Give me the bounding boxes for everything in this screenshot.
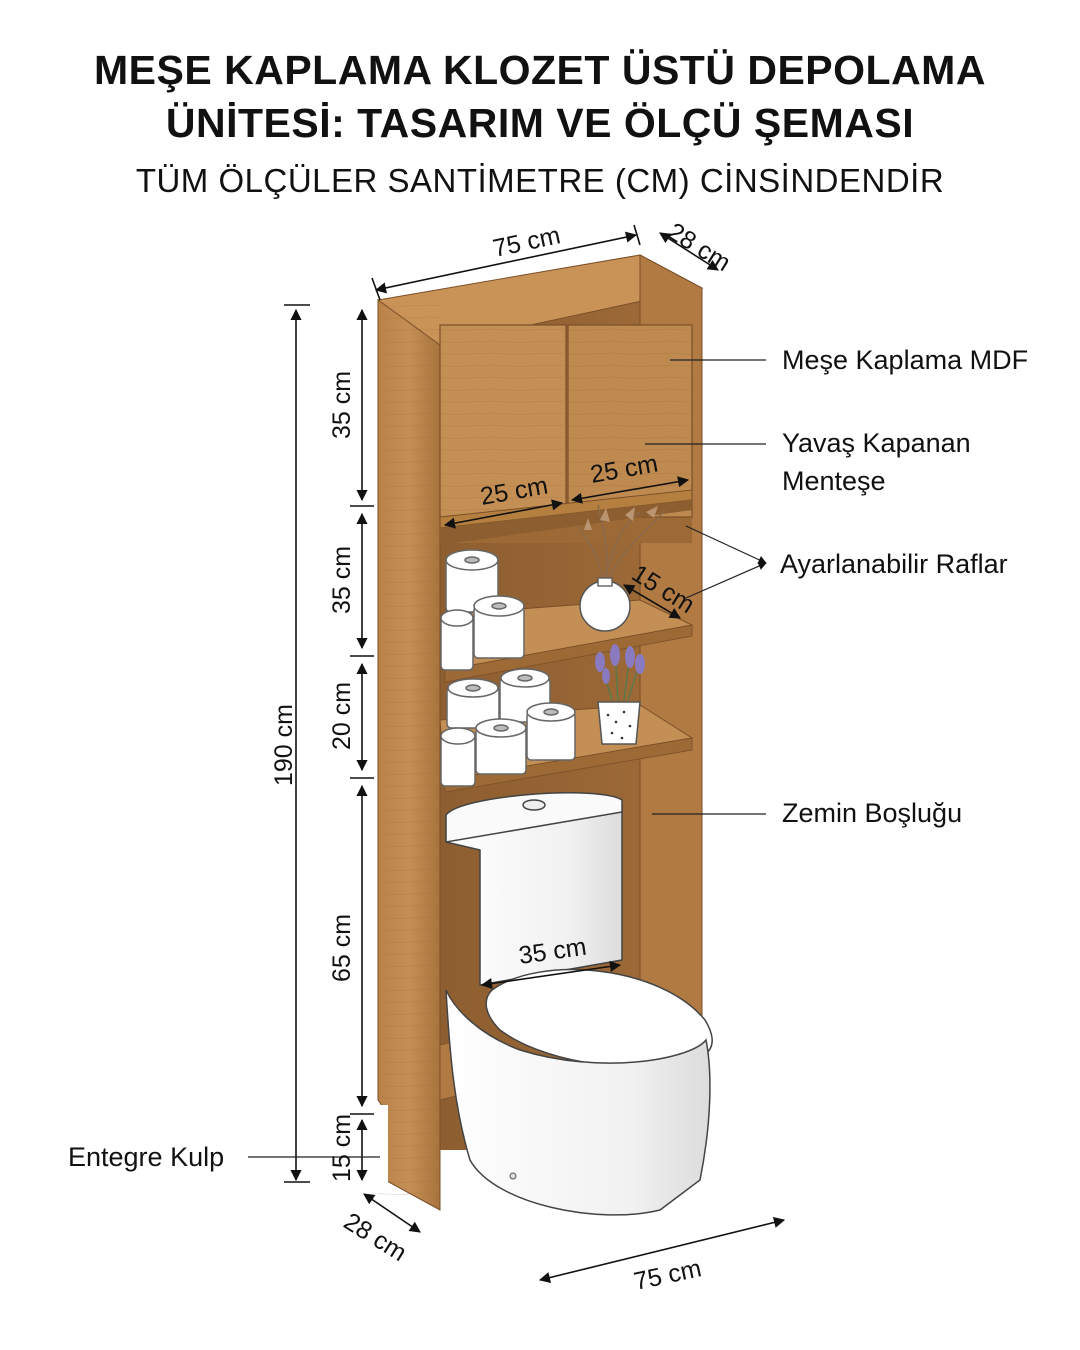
- dim-section-toilet: 65 cm: [328, 914, 356, 982]
- callout-shelves: Ayarlanabilir Raflar: [780, 549, 1008, 579]
- callout-hinge-line1: Yavaş Kapanan: [782, 428, 971, 458]
- callout-leaders: [248, 359, 767, 1158]
- toilet: [445, 792, 713, 1216]
- integrated-handle-notch: [378, 1105, 388, 1185]
- dim-section-lower: 20 cm: [328, 682, 356, 750]
- dim-section-middle: 35 cm: [328, 546, 356, 614]
- dim-total-height: 190 cm: [270, 704, 298, 786]
- callout-hinge-line2: Menteşe: [782, 466, 886, 496]
- callout-clearance: Zemin Boşluğu: [782, 798, 962, 828]
- dim-bottom-width: 75 cm: [631, 1254, 703, 1296]
- lavender-pot: [595, 644, 645, 745]
- subtitle: TÜM ÖLÇÜLER SANTİMETRE (CM) CİNSİNDENDİR: [135, 162, 945, 199]
- dim-section-upper: 35 cm: [328, 371, 356, 439]
- title-line-1: MEŞE KAPLAMA KLOZET ÜSTÜ DEPOLAMA: [94, 47, 986, 93]
- dimension-lines: [284, 224, 786, 1284]
- callout-handle: Entegre Kulp: [68, 1142, 224, 1172]
- flush-button-icon[interactable]: [522, 799, 546, 811]
- dim-top-width: 75 cm: [490, 221, 562, 263]
- callout-material: Meşe Kaplama MDF: [782, 345, 1028, 375]
- title-line-2: ÜNİTESİ: TASARIM VE ÖLÇÜ ŞEMASI: [165, 100, 915, 146]
- toilet-paper-rolls: [440, 549, 576, 787]
- dim-section-base: 15 cm: [328, 1114, 356, 1182]
- dim-bottom-depth: 28 cm: [339, 1207, 412, 1267]
- dim-top-depth: 28 cm: [663, 217, 736, 277]
